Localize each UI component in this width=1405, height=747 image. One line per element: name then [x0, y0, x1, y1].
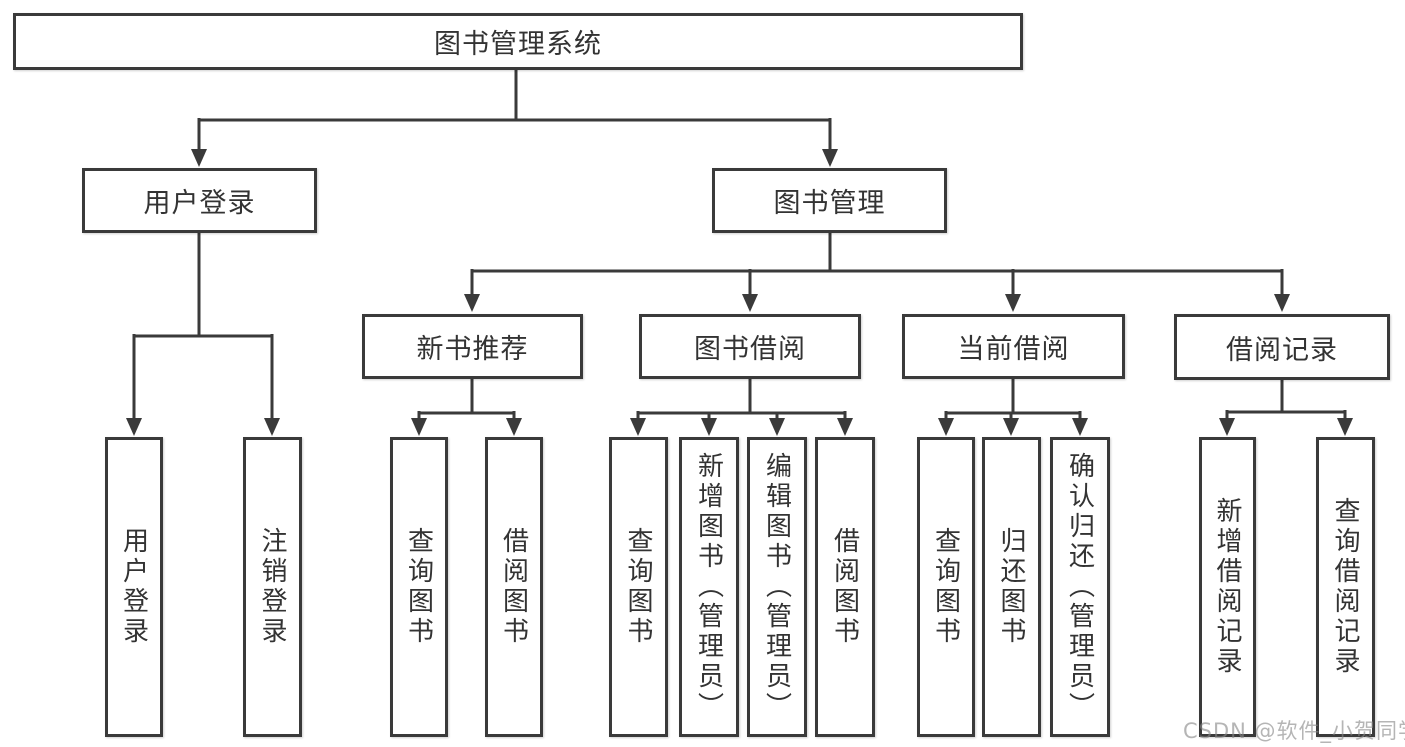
leaf-label: 新增图书（管理员）	[693, 452, 724, 722]
arrow-down-icon	[1219, 418, 1235, 436]
leaf-label: 归还图书	[996, 527, 1026, 647]
leaf-label: 查询图书	[930, 527, 961, 647]
leaf-label: 查询图书	[623, 527, 653, 647]
arrow-down-icon	[1003, 418, 1019, 436]
leaf-label: 查询借阅记录	[1330, 497, 1360, 677]
leaf-query-books: 查询图书	[390, 437, 448, 737]
leaf-label: 新增借阅记录	[1212, 497, 1242, 677]
leaf-return-books: 归还图书	[982, 437, 1041, 737]
node-book-borrowing: 图书借阅	[639, 314, 861, 379]
leaf-label: 用户登录	[118, 527, 149, 647]
arrow-down-icon	[264, 418, 280, 436]
leaf-label: 借阅图书	[498, 527, 529, 647]
node-book-management: 图书管理	[712, 168, 947, 233]
arrow-down-icon	[630, 418, 646, 436]
leaf-query-borrow-record: 查询借阅记录	[1316, 437, 1375, 737]
leaf-label: 借阅图书	[829, 527, 860, 647]
arrow-down-icon	[191, 149, 207, 167]
leaf-borrow-books: 借阅图书	[485, 437, 543, 737]
leaf-confirm-return-admin: 确认归还（管理员）	[1050, 437, 1110, 737]
leaf-query-books-3: 查询图书	[917, 437, 975, 737]
node-current-borrowing: 当前借阅	[902, 314, 1125, 379]
arrow-down-icon	[938, 418, 954, 436]
watermark-csdn: CSDN @软件_小贺同学	[1183, 719, 1405, 743]
arrow-down-icon	[126, 418, 142, 436]
arrow-down-icon	[822, 149, 838, 167]
node-user-login: 用户登录	[82, 168, 317, 233]
arrow-down-icon	[701, 418, 717, 436]
arrow-down-icon	[1005, 294, 1021, 312]
leaf-label: 确认归还（管理员）	[1064, 452, 1095, 722]
leaf-add-book-admin: 新增图书（管理员）	[679, 437, 739, 737]
arrow-down-icon	[506, 418, 522, 436]
node-new-book-recommendation: 新书推荐	[362, 314, 583, 379]
node-library-management-system: 图书管理系统	[13, 13, 1023, 70]
leaf-logout: 注销登录	[243, 437, 302, 737]
leaf-query-books-2: 查询图书	[609, 437, 668, 737]
arrow-down-icon	[769, 418, 785, 436]
arrow-down-icon	[1274, 294, 1290, 312]
node-borrowing-records: 借阅记录	[1174, 314, 1390, 380]
arrow-down-icon	[742, 294, 758, 312]
leaf-borrow-books-2: 借阅图书	[815, 437, 875, 737]
arrow-down-icon	[1072, 418, 1088, 436]
arrow-down-icon	[411, 418, 427, 436]
arrow-down-icon	[1337, 418, 1353, 436]
leaf-label: 查询图书	[403, 527, 434, 647]
arrow-down-icon	[464, 294, 480, 312]
arrow-down-icon	[837, 418, 853, 436]
leaf-label: 编辑图书（管理员）	[761, 452, 792, 722]
leaf-edit-book-admin: 编辑图书（管理员）	[747, 437, 807, 737]
leaf-label: 注销登录	[257, 527, 287, 647]
leaf-add-borrow-record: 新增借阅记录	[1199, 437, 1256, 737]
leaf-user-login: 用户登录	[105, 437, 163, 737]
